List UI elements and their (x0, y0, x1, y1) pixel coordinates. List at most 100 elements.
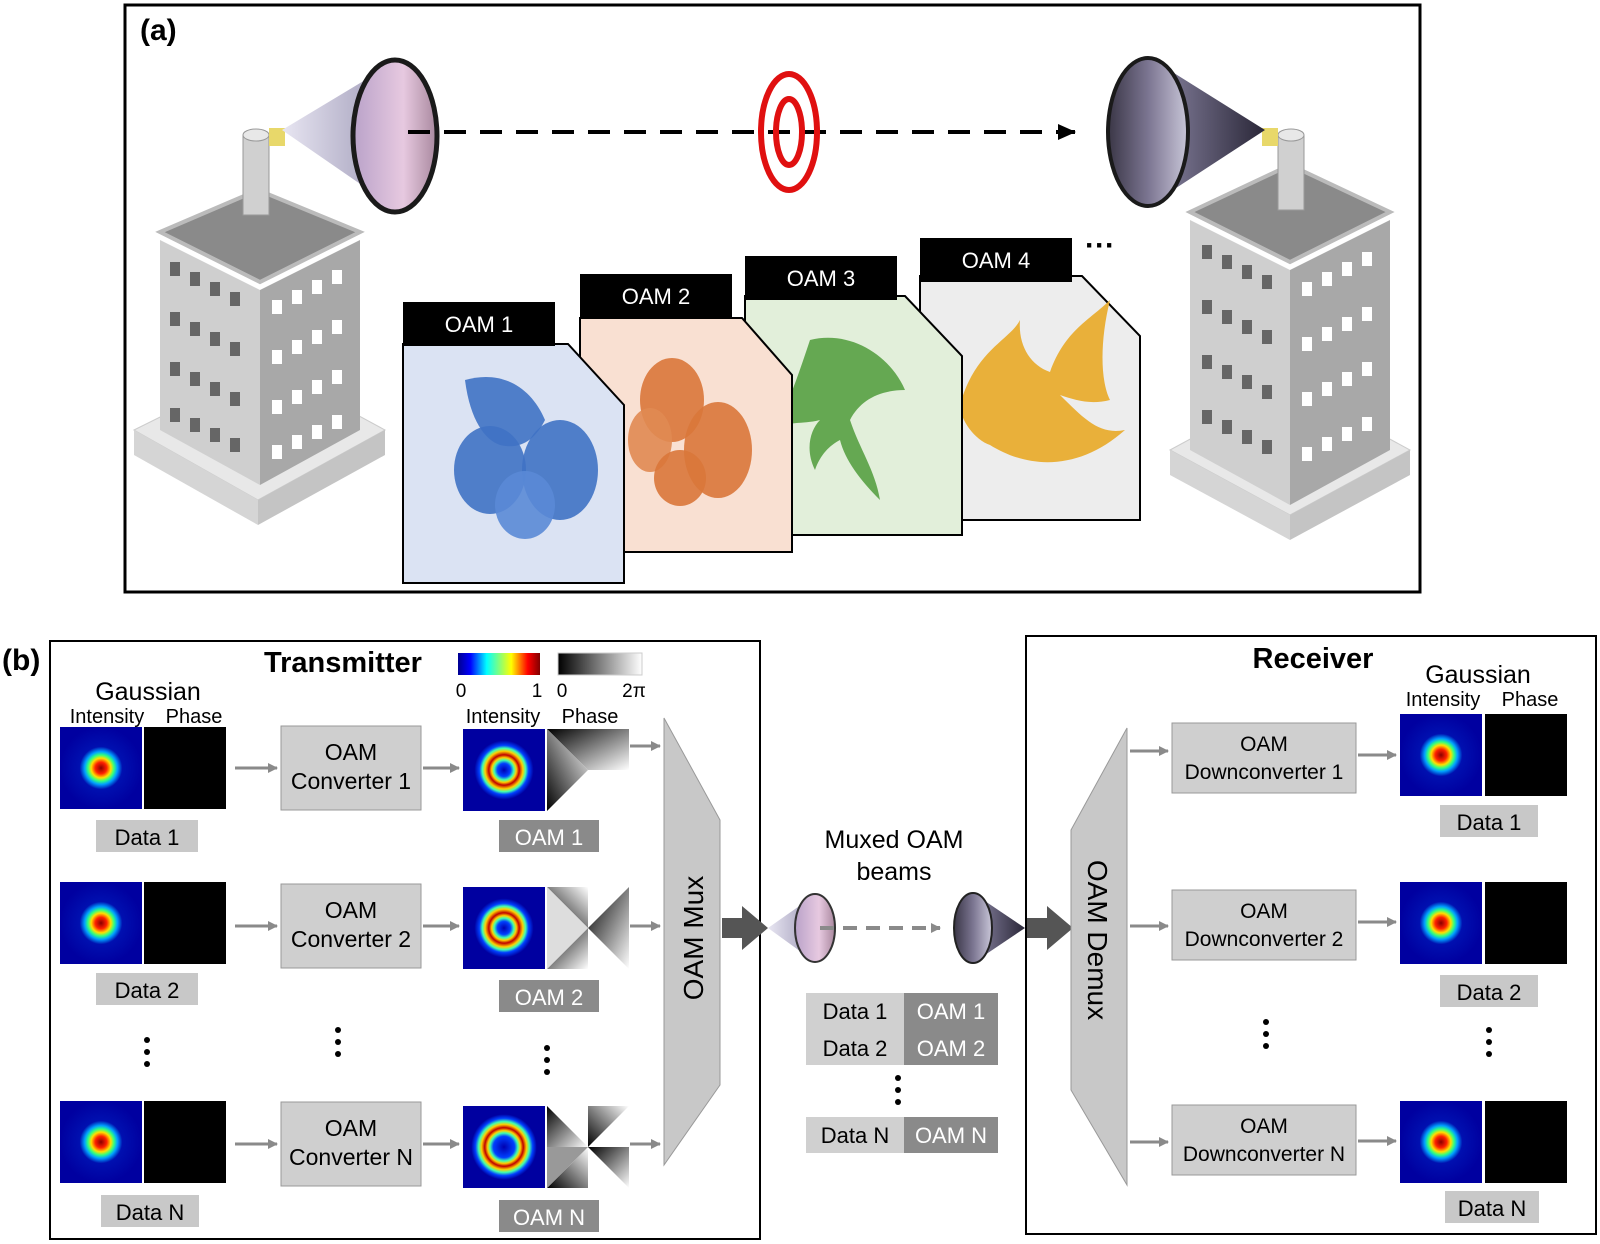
receiver-title: Receiver (1253, 643, 1374, 675)
oam-1-wavefront-icon (454, 376, 598, 539)
oam-converter-2 (280, 883, 422, 969)
tx-oam-phase-n (547, 1106, 629, 1188)
tx-data-n-box (101, 1195, 199, 1227)
tx-gaussian-phase-2 (144, 882, 226, 964)
tx-data-1-label: Data 1 (115, 825, 180, 850)
oam-converter-1 (280, 725, 422, 811)
panel-b-label: (b) (2, 644, 40, 677)
tx-data-n-label: Data N (116, 1200, 184, 1225)
tx-oam-intensity-2 (463, 887, 545, 969)
oam-converter-n-line1: OAM (325, 1115, 377, 1141)
oam-downconverter-2-line2: Downconverter 2 (1185, 928, 1344, 951)
rx-row-2: OAM Downconverter 2 Data 2 (1130, 882, 1567, 1007)
rx-phase-label: Phase (1502, 689, 1559, 711)
oam-downconverter-n-line2: Downconverter N (1183, 1143, 1345, 1166)
transmitter-title: Transmitter (264, 647, 422, 679)
channel-row-2-oam-box (904, 1029, 998, 1065)
tx-gaussian-intensity-label: Intensity (70, 706, 144, 728)
tx-oam-1-box (499, 820, 599, 852)
oam-card-1-title: OAM 1 (445, 312, 513, 337)
oam-2-wavefront-icon (628, 358, 752, 506)
left-building-icon (132, 128, 387, 525)
channel-row-n-oam: OAM N (915, 1123, 987, 1148)
channel-receive-dish-icon (953, 892, 1025, 964)
oam-4-wavefront-icon (960, 300, 1125, 463)
oam-card-4-tab (920, 238, 1072, 282)
intensity-colorbar-max: 1 (532, 681, 543, 702)
tx-gaussian-intensity-n (60, 1101, 142, 1183)
tx-gaussian-intensity-2 (60, 882, 142, 964)
rx-row-n: OAM Downconverter N Data N (1130, 1101, 1567, 1223)
oam-converter-2-line1: OAM (325, 897, 377, 923)
muxed-beams-label-2: beams (856, 858, 931, 886)
dish-to-demux-arrow (1027, 906, 1073, 950)
right-building-icon (1168, 128, 1412, 540)
rx-intensity-label: Intensity (1406, 689, 1480, 711)
tx-data-2-box (96, 973, 198, 1005)
rx-gaussian-phase-2 (1485, 882, 1567, 964)
tx-data-1-box (96, 820, 198, 852)
oam-downconverter-n (1171, 1104, 1357, 1176)
rx-gaussian-intensity-1 (1400, 714, 1482, 796)
oam-card-4: OAM 4 (919, 238, 1141, 521)
phase-colorbar (557, 652, 643, 676)
oam-downconverter-2-line1: OAM (1240, 900, 1288, 923)
tx-oam-phase-label: Phase (562, 706, 619, 728)
channel-row-2-data: Data 2 (823, 1036, 888, 1061)
oam-downconverter-2 (1171, 889, 1357, 961)
tx-oam-phase-2 (547, 887, 629, 969)
tx-oam-n-box (499, 1200, 599, 1232)
intensity-colorbar-min: 0 (456, 681, 467, 702)
channel-row-1-data: Data 1 (823, 999, 888, 1024)
oam-mux-label: OAM Mux (678, 876, 709, 1000)
tx-oam-2-box (499, 980, 599, 1012)
oam-card-2-title: OAM 2 (622, 284, 690, 309)
panel-a-border (123, 3, 1422, 594)
channel-transmit-dish-icon (768, 893, 836, 963)
rx-gaussian-intensity-n (1400, 1101, 1482, 1183)
channel-row-1-data-box (806, 993, 904, 1029)
muxed-beams-label-1: Muxed OAM (825, 826, 964, 854)
channel-row-1-oam-box (904, 993, 998, 1029)
rx-data-2-box (1440, 975, 1538, 1007)
oam-demux-label: OAM Demux (1082, 860, 1113, 1020)
rx-row-1: OAM Downconverter 1 Data 1 (1130, 714, 1567, 837)
tx-row-n: Data N OAM Converter N OAM N (60, 1101, 661, 1232)
rx-gaussian-intensity-2 (1400, 882, 1482, 964)
rx-data-n-label: Data N (1458, 1196, 1526, 1221)
receiver-box (1025, 635, 1597, 1235)
oam-card-2-tab (580, 274, 732, 318)
channel-row-2-data-box (806, 1029, 904, 1065)
rx-data-1-box (1440, 805, 1538, 837)
oam-ring-icon (758, 71, 820, 193)
rx-data-n-box (1445, 1191, 1539, 1223)
channel-ellipsis-dots (895, 1075, 901, 1105)
channel-row-n-data-box (806, 1117, 904, 1153)
tx-row-1: Data 1 OAM Converter 1 OAM 1 (60, 725, 661, 852)
oam-converter-n-line2: Converter N (289, 1144, 413, 1170)
channel-row-2-oam: OAM 2 (917, 1036, 985, 1061)
oam-card-2: OAM 2 (579, 274, 793, 553)
oam-mux (663, 717, 721, 1167)
tx-gaussian-intensity-1 (60, 727, 142, 809)
mux-to-dish-arrow (722, 906, 768, 950)
channel-data-table: Data 1 OAM 1 Data 2 OAM 2 Data N OAM N (806, 993, 998, 1153)
rx-data-2-label: Data 2 (1457, 980, 1522, 1005)
transmit-dish-icon (282, 57, 440, 215)
panel-b: (b) Transmitter Gaussian Intensity Phase… (2, 635, 1597, 1240)
oam-downconverter-n-line1: OAM (1240, 1115, 1288, 1138)
rx-gaussian-phase-n (1485, 1101, 1567, 1183)
oam-converter-2-line2: Converter 2 (291, 926, 411, 952)
oam-converter-n (280, 1101, 422, 1187)
rx-gaussian-label: Gaussian (1425, 661, 1531, 689)
tx-gaussian-phase-n (144, 1101, 226, 1183)
tx-oam-intensity-label: Intensity (466, 706, 540, 728)
oam-card-3-tab (745, 256, 897, 300)
oam-card-1-tab (403, 302, 555, 346)
tx-oam-intensity-1 (463, 729, 545, 811)
tx-oam-1-label: OAM 1 (515, 825, 583, 850)
oam-converter-1-line1: OAM (325, 739, 377, 765)
oam-converter-1-line2: Converter 1 (291, 768, 411, 794)
tx-ellipsis-dots (144, 1027, 550, 1075)
panel-a: (a) (123, 3, 1422, 594)
